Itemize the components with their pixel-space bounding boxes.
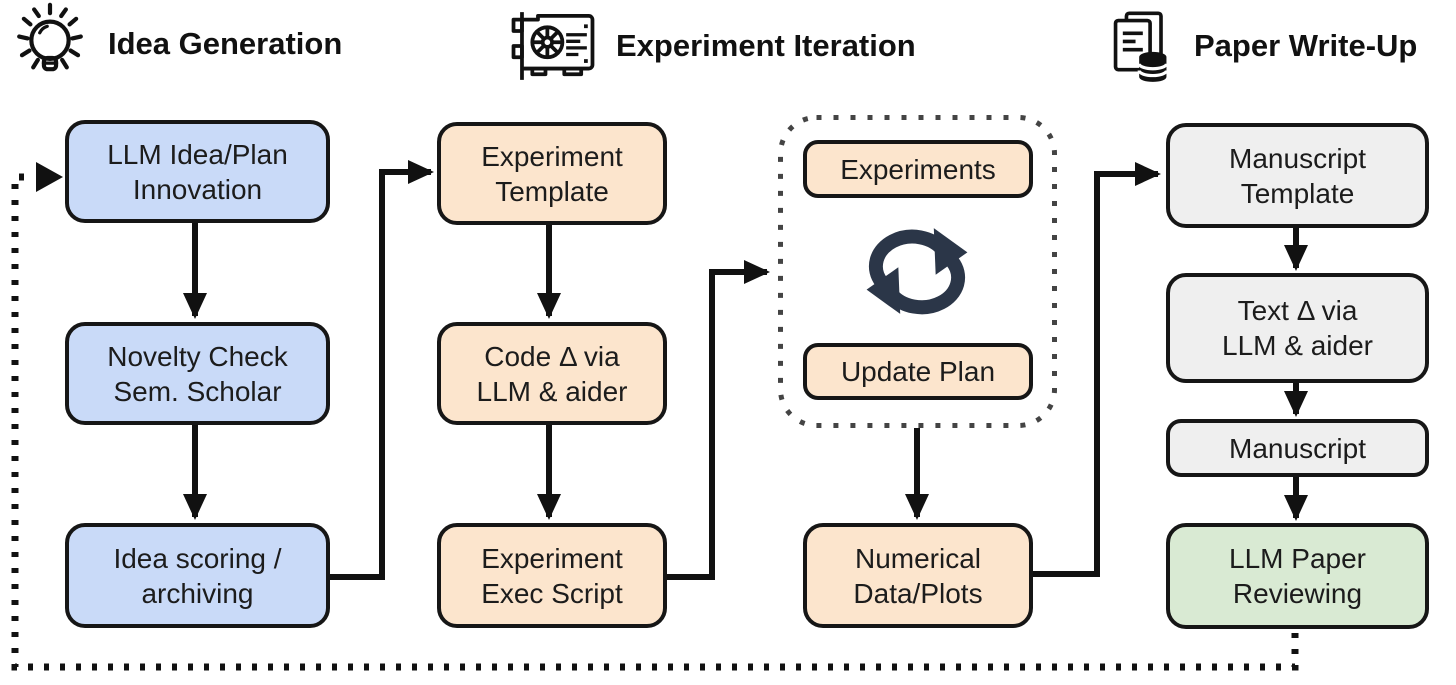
node-update-plan: Update Plan [803, 343, 1033, 400]
section-title: Experiment Iteration [616, 28, 916, 63]
section-title: Idea Generation [108, 26, 343, 61]
section-title: Paper Write-Up [1194, 28, 1418, 63]
connector-numerical-to-ms1 [1031, 162, 1161, 577]
node-text-delta-llm-aider: Text Δ via LLM & aider [1166, 273, 1429, 383]
node-manuscript: Manuscript [1166, 419, 1429, 477]
experiment-loop-group-border [778, 115, 1057, 428]
feedback-loop-arrowhead [36, 162, 63, 192]
node-novelty-check-sem-scholar: Novelty Check Sem. Scholar [65, 322, 330, 425]
node-llm-paper-reviewing: LLM Paper Reviewing [1166, 523, 1429, 629]
node-llm-idea-plan-innovation: LLM Idea/Plan Innovation [65, 120, 330, 223]
node-experiment-template: Experiment Template [437, 122, 667, 225]
node-idea-scoring-archiving: Idea scoring / archiving [65, 523, 330, 628]
section-header-experiment-iteration: Experiment Iteration [506, 4, 916, 88]
lightbulb-icon [8, 1, 92, 87]
feedback-loop-dotted-line [11, 173, 1299, 671]
node-experiment-exec-script: Experiment Exec Script [437, 523, 667, 628]
node-numerical-data-plots: Numerical Data/Plots [803, 523, 1033, 628]
paper-database-icon [1104, 6, 1178, 86]
gpu-icon [506, 6, 600, 86]
connector-idea3-to-exp1 [330, 160, 434, 580]
section-header-idea-generation: Idea Generation [8, 2, 342, 86]
node-manuscript-template: Manuscript Template [1166, 123, 1429, 228]
node-code-delta-llm-aider: Code Δ via LLM & aider [437, 322, 667, 425]
refresh-cycle-icon [861, 222, 973, 320]
section-header-paper-write-up: Paper Write-Up [1104, 4, 1417, 88]
solid-arrows [183, 160, 1308, 580]
connector-exp3-to-loop [665, 260, 770, 580]
node-experiments: Experiments [803, 140, 1033, 198]
